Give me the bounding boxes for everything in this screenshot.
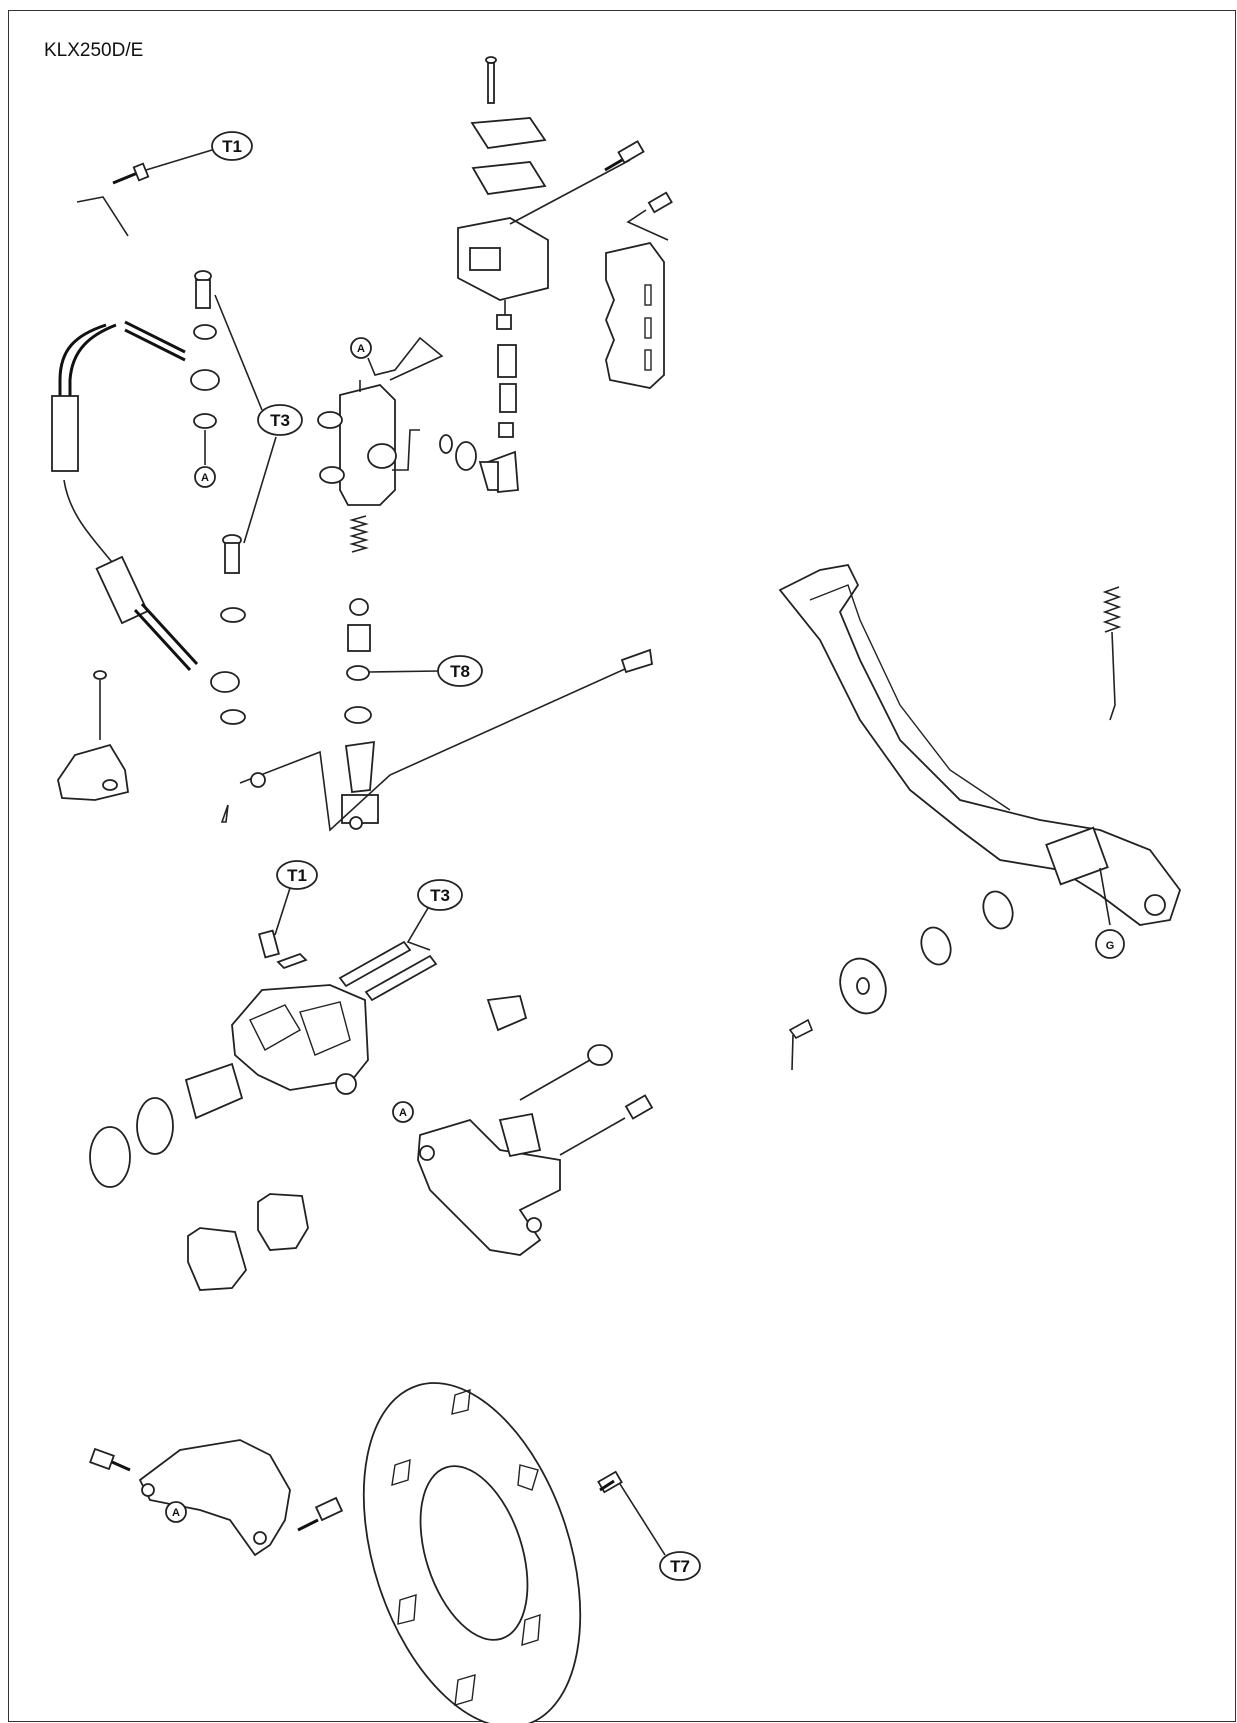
brake-pedal: [778, 563, 1182, 926]
callout-a-guard: A: [165, 1501, 187, 1523]
guard-bolt-left: [89, 1447, 131, 1472]
caliper-piston-and-seals: [89, 1062, 244, 1188]
banjo-bolt-upper: [193, 270, 217, 465]
svg-text:T3: T3: [430, 886, 450, 905]
hose-clamp: [57, 670, 130, 801]
t7-leader: [619, 1483, 666, 1556]
caliper-body: [231, 984, 369, 1095]
bracket-bolt: [559, 1094, 654, 1156]
disc-mount-bolt: [597, 1470, 623, 1494]
brake-disc: [362, 1382, 582, 1723]
master-cylinder-fitting-seals: [392, 429, 499, 491]
spring-seat: [349, 598, 369, 616]
pad-spring-clip: [276, 952, 308, 970]
brake-hose: [51, 320, 240, 693]
master-cylinder-leader: [367, 336, 444, 381]
bracket-bushing: [519, 1044, 613, 1101]
heat-guard-bolt: [626, 191, 673, 241]
callout-t1-top: T1: [211, 131, 253, 161]
svg-text:A: A: [399, 1107, 407, 1119]
page-frame: [8, 10, 1236, 1722]
svg-text:A: A: [172, 1507, 180, 1519]
svg-text:T1: T1: [222, 137, 242, 156]
callout-a-master: A: [350, 337, 372, 359]
t3-caliper-leader: [406, 907, 431, 951]
banjo-bolt-lower: [220, 534, 246, 725]
dust-seal: [344, 706, 372, 724]
svg-text:T1: T1: [287, 866, 307, 885]
brake-pedal-spring: [1102, 586, 1122, 721]
pedal-cotter-pin: [788, 1018, 814, 1071]
heat-guard: [605, 241, 665, 389]
callout-t7: T7: [659, 1551, 701, 1581]
brake-pads: [187, 1193, 309, 1291]
svg-text:T7: T7: [670, 1557, 690, 1576]
master-cylinder-spring: [349, 515, 369, 553]
reservoir-screw: [485, 56, 497, 104]
svg-text:T3: T3: [270, 411, 290, 430]
disc-guard: [138, 1439, 291, 1557]
callout-t3-caliper: T3: [417, 879, 463, 911]
caliper-pins: [338, 940, 438, 1002]
mounting-bolt-top-left: [76, 162, 150, 237]
master-cylinder-body: [317, 380, 397, 506]
reservoir-diaphragm: [471, 161, 547, 195]
bleed-valve: [258, 929, 280, 959]
t3-leader-lower: [243, 436, 277, 544]
reservoir-mount-bolt: [604, 140, 645, 172]
caliper-bracket: [417, 1112, 561, 1256]
t3-leader-upper: [214, 294, 263, 411]
reservoir-cap: [470, 117, 547, 149]
callout-t1-caliper: T1: [276, 860, 318, 890]
reservoir-body: [457, 159, 631, 301]
svg-text:A: A: [201, 472, 209, 484]
callout-a-hose: A: [194, 466, 216, 488]
guard-bolt-right: [297, 1496, 344, 1532]
cotter-pin-clevis: [220, 772, 266, 823]
svg-text:T8: T8: [450, 662, 470, 681]
pedal-seals: [839, 890, 1014, 1015]
svg-text:G: G: [1106, 940, 1115, 952]
t1-top-leader: [145, 149, 213, 171]
heat-guard-slots: [644, 284, 652, 371]
secondary-cup: [346, 665, 370, 681]
primary-cup: [347, 624, 371, 652]
callout-a-bracket: A: [392, 1101, 414, 1123]
push-rod-clevis: [239, 648, 653, 832]
callout-g: G: [1095, 929, 1125, 959]
svg-text:A: A: [357, 343, 365, 355]
t1-caliper-leader: [274, 887, 291, 936]
callout-t8: T8: [437, 655, 483, 687]
model-label: KLX250D/E: [44, 40, 144, 61]
t8-leader: [368, 670, 441, 673]
pad-spring: [486, 995, 528, 1032]
callout-t3-hose: T3: [257, 404, 303, 436]
